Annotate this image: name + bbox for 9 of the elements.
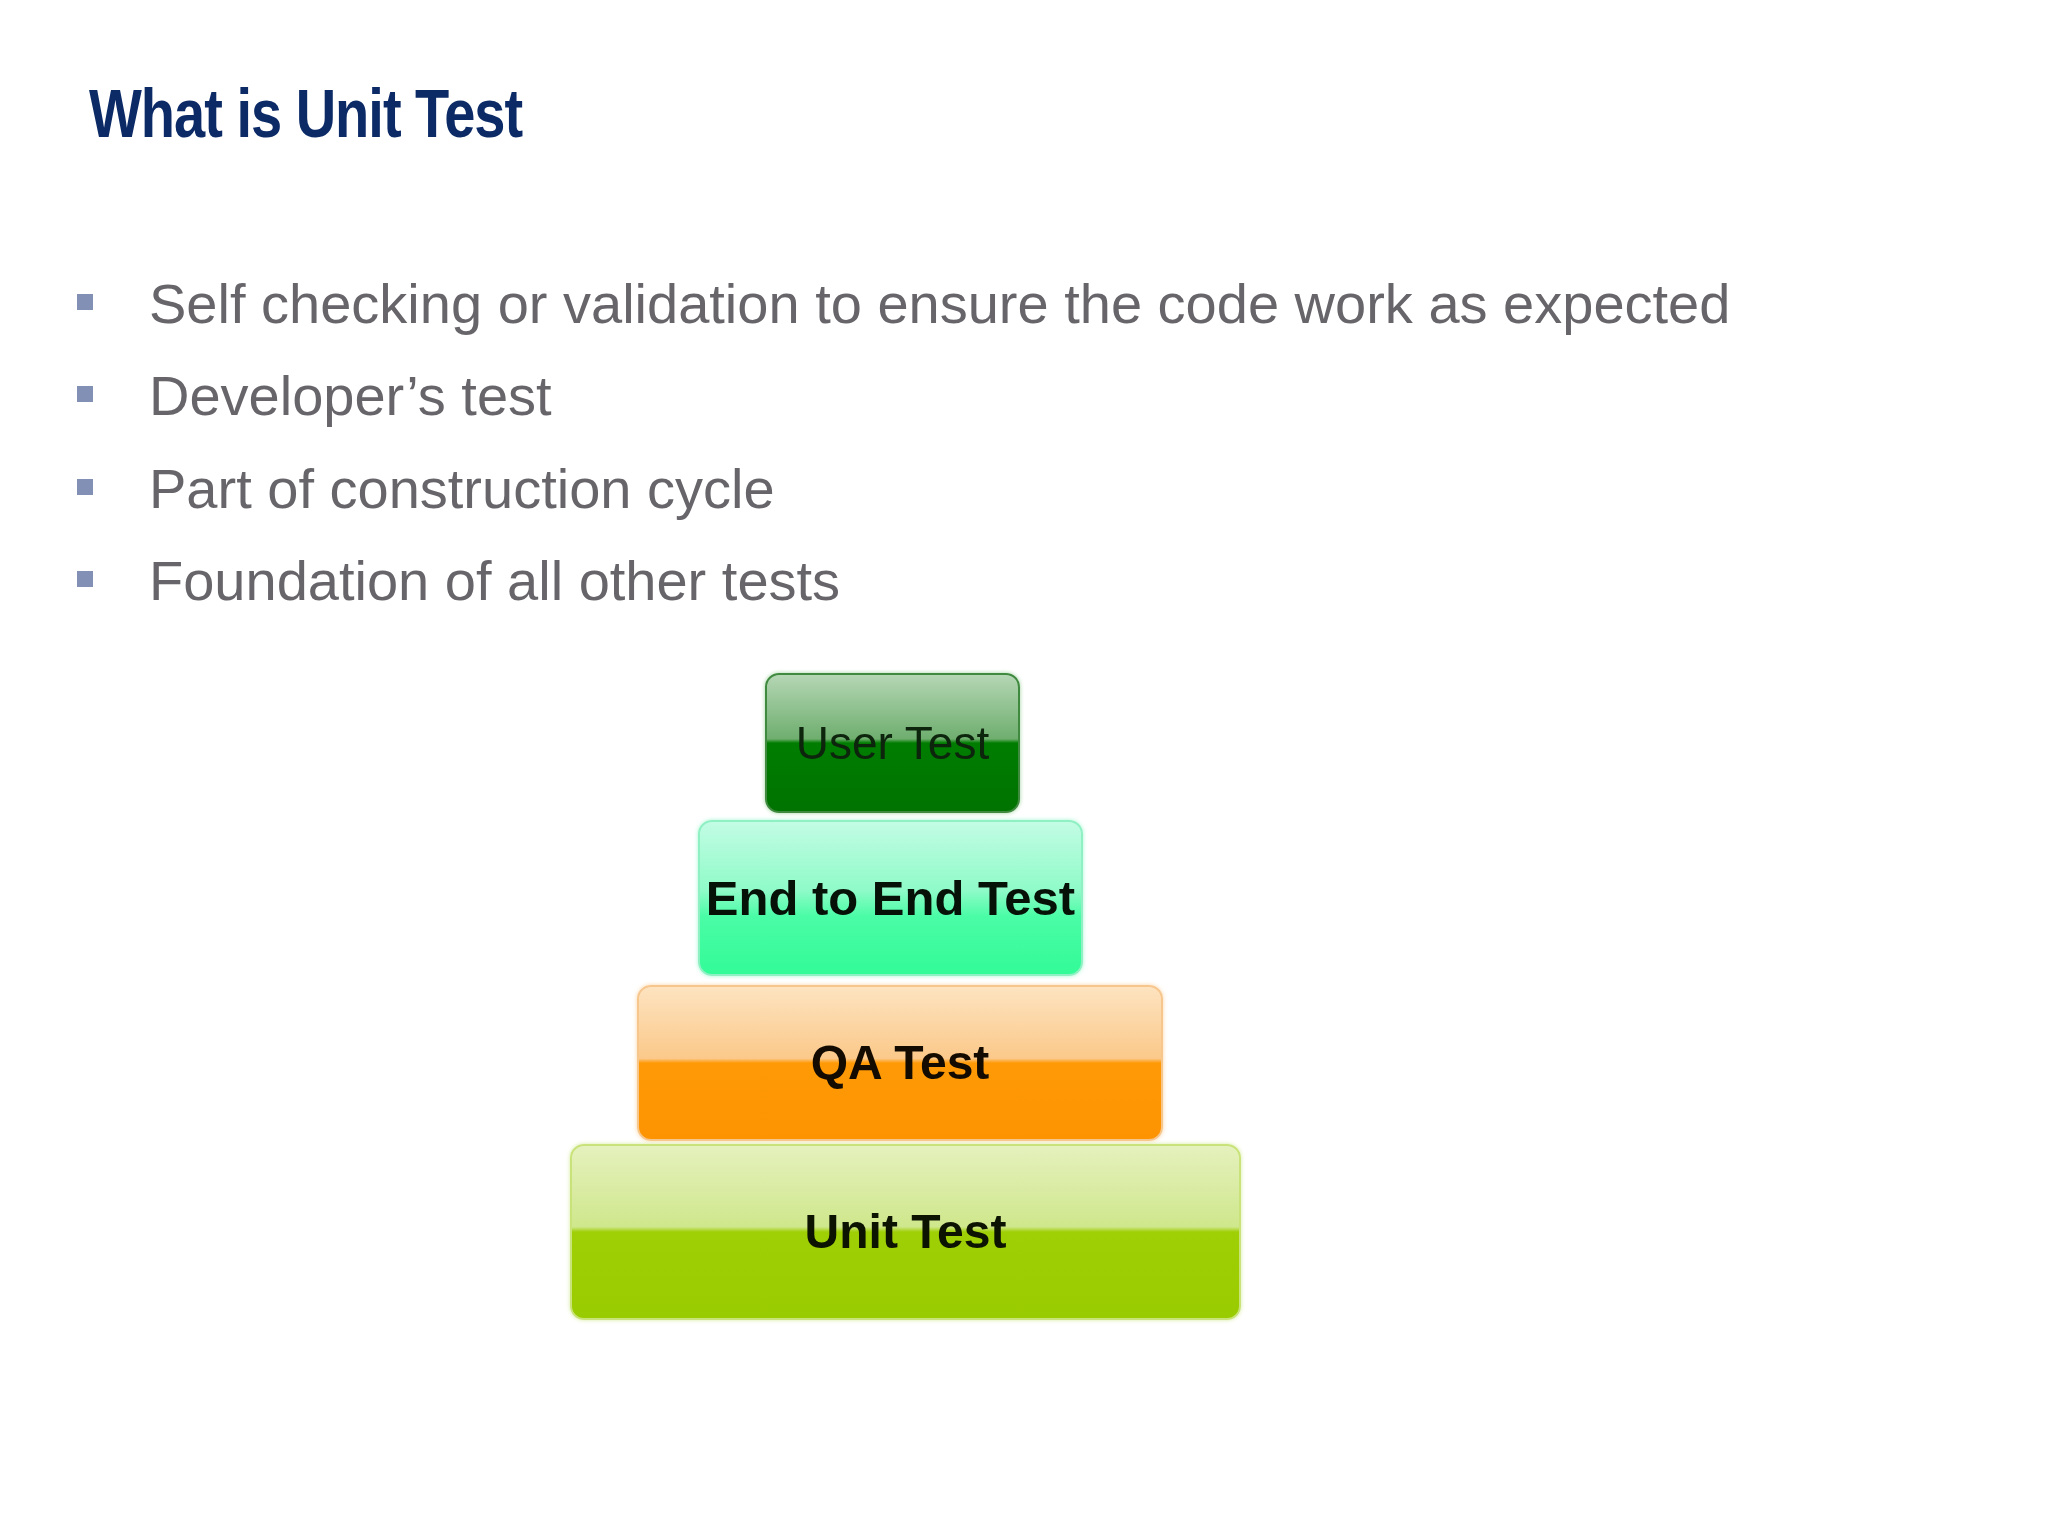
tier-label: End to End Test <box>705 873 1076 923</box>
slide-title: What is Unit Test <box>89 79 523 149</box>
bullet-text: Foundation of all other tests <box>149 548 841 613</box>
bullet-text: Developer’s test <box>149 364 552 429</box>
pyramid-tier <box>570 1144 1241 1320</box>
bullet-text: Self checking or validation to ensure the code work as expected <box>149 272 1731 336</box>
pyramid-tier <box>698 820 1083 976</box>
bullet-text: Part of construction cycle <box>149 456 775 521</box>
pyramid-tier <box>637 985 1163 1141</box>
